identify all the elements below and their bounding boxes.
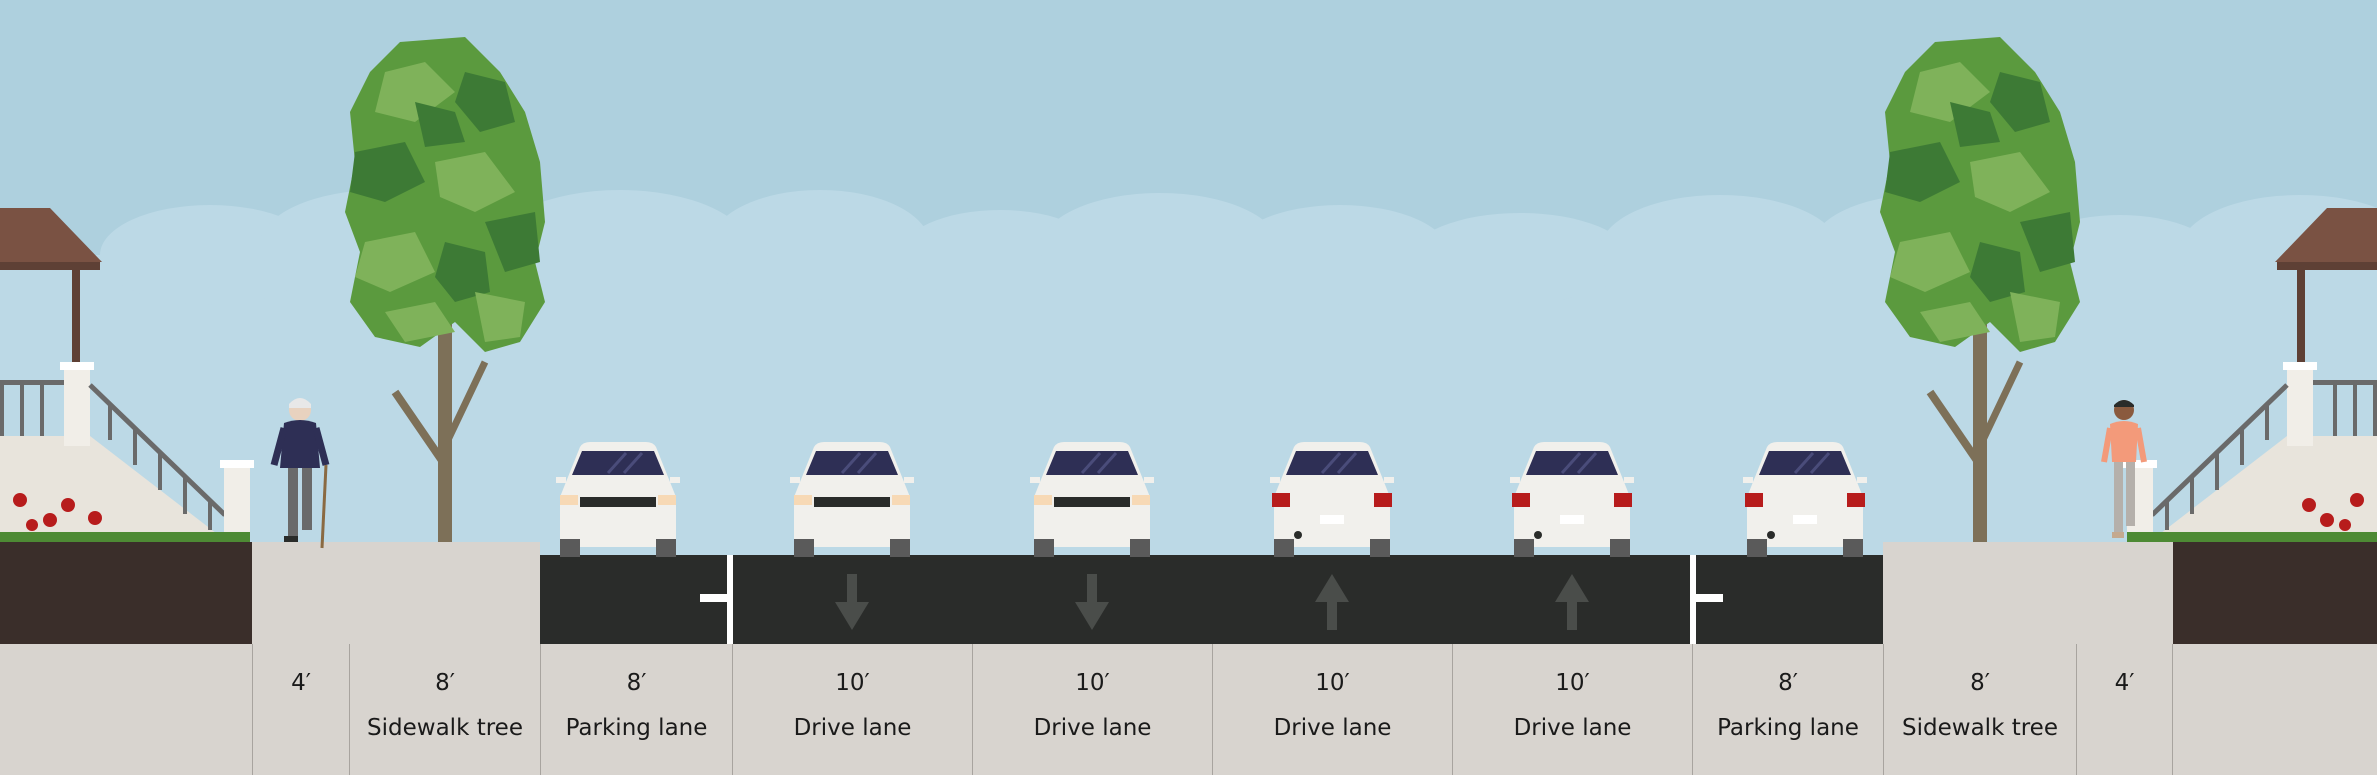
lane-markings	[700, 555, 1723, 644]
segment-sidewalk-tree-left[interactable]: 8′ Sidewalk tree	[349, 644, 540, 775]
segment-width: 8′	[626, 670, 647, 696]
segment-name: Parking lane	[1717, 715, 1859, 741]
segment-drive-lane-4[interactable]: 10′ Drive lane	[1452, 644, 1692, 775]
segment-name: Drive lane	[1273, 715, 1392, 741]
segment-width: 10′	[1555, 670, 1590, 696]
soil-left	[0, 542, 252, 644]
segment-drive-lane-2[interactable]: 10′ Drive lane	[972, 644, 1212, 775]
segment-name: Drive lane	[1033, 715, 1152, 741]
roadway	[540, 555, 1883, 644]
segment-width: 10′	[835, 670, 870, 696]
porch-icon	[2123, 208, 2377, 543]
sidewalk-left	[252, 542, 540, 644]
segment-sidewalk-buffer-right[interactable]: 4′	[2076, 644, 2173, 775]
segment-drive-lane-1[interactable]: 10′ Drive lane	[732, 644, 972, 775]
pedestrian-icon	[2101, 400, 2147, 538]
segment-name: Drive lane	[1513, 715, 1632, 741]
segment-width: 8′	[1970, 670, 1990, 696]
segment-drive-lane-3[interactable]: 10′ Drive lane	[1212, 644, 1452, 775]
segment-width: 4′	[2114, 670, 2135, 696]
segment-label-band: 4′ 8′ Sidewalk tree 8′ Parking lane 10′ …	[0, 644, 2377, 775]
segment-name: Drive lane	[793, 715, 912, 741]
segment-width: 10′	[1075, 670, 1110, 696]
segment-width: 8′	[1778, 670, 1798, 696]
segment-parking-lane-right[interactable]: 8′ Parking lane	[1692, 644, 1883, 775]
segment-name: Sidewalk tree	[367, 715, 523, 741]
pedestrian-icon	[270, 398, 330, 549]
segment-width: 8′	[435, 670, 455, 696]
porch-icon	[0, 208, 254, 543]
segment-width: 10′	[1315, 670, 1350, 696]
segment-width: 4′	[291, 670, 311, 696]
segment-sidewalk-buffer-left[interactable]: 4′	[252, 644, 349, 775]
segment-name: Parking lane	[565, 715, 708, 741]
segment-name: Sidewalk tree	[1902, 715, 2058, 741]
segment-parking-lane-left[interactable]: 8′ Parking lane	[540, 644, 732, 775]
segment-sidewalk-tree-right[interactable]: 8′ Sidewalk tree	[1883, 644, 2076, 775]
sidewalk-right	[1883, 542, 2173, 644]
soil-right	[2173, 542, 2377, 644]
